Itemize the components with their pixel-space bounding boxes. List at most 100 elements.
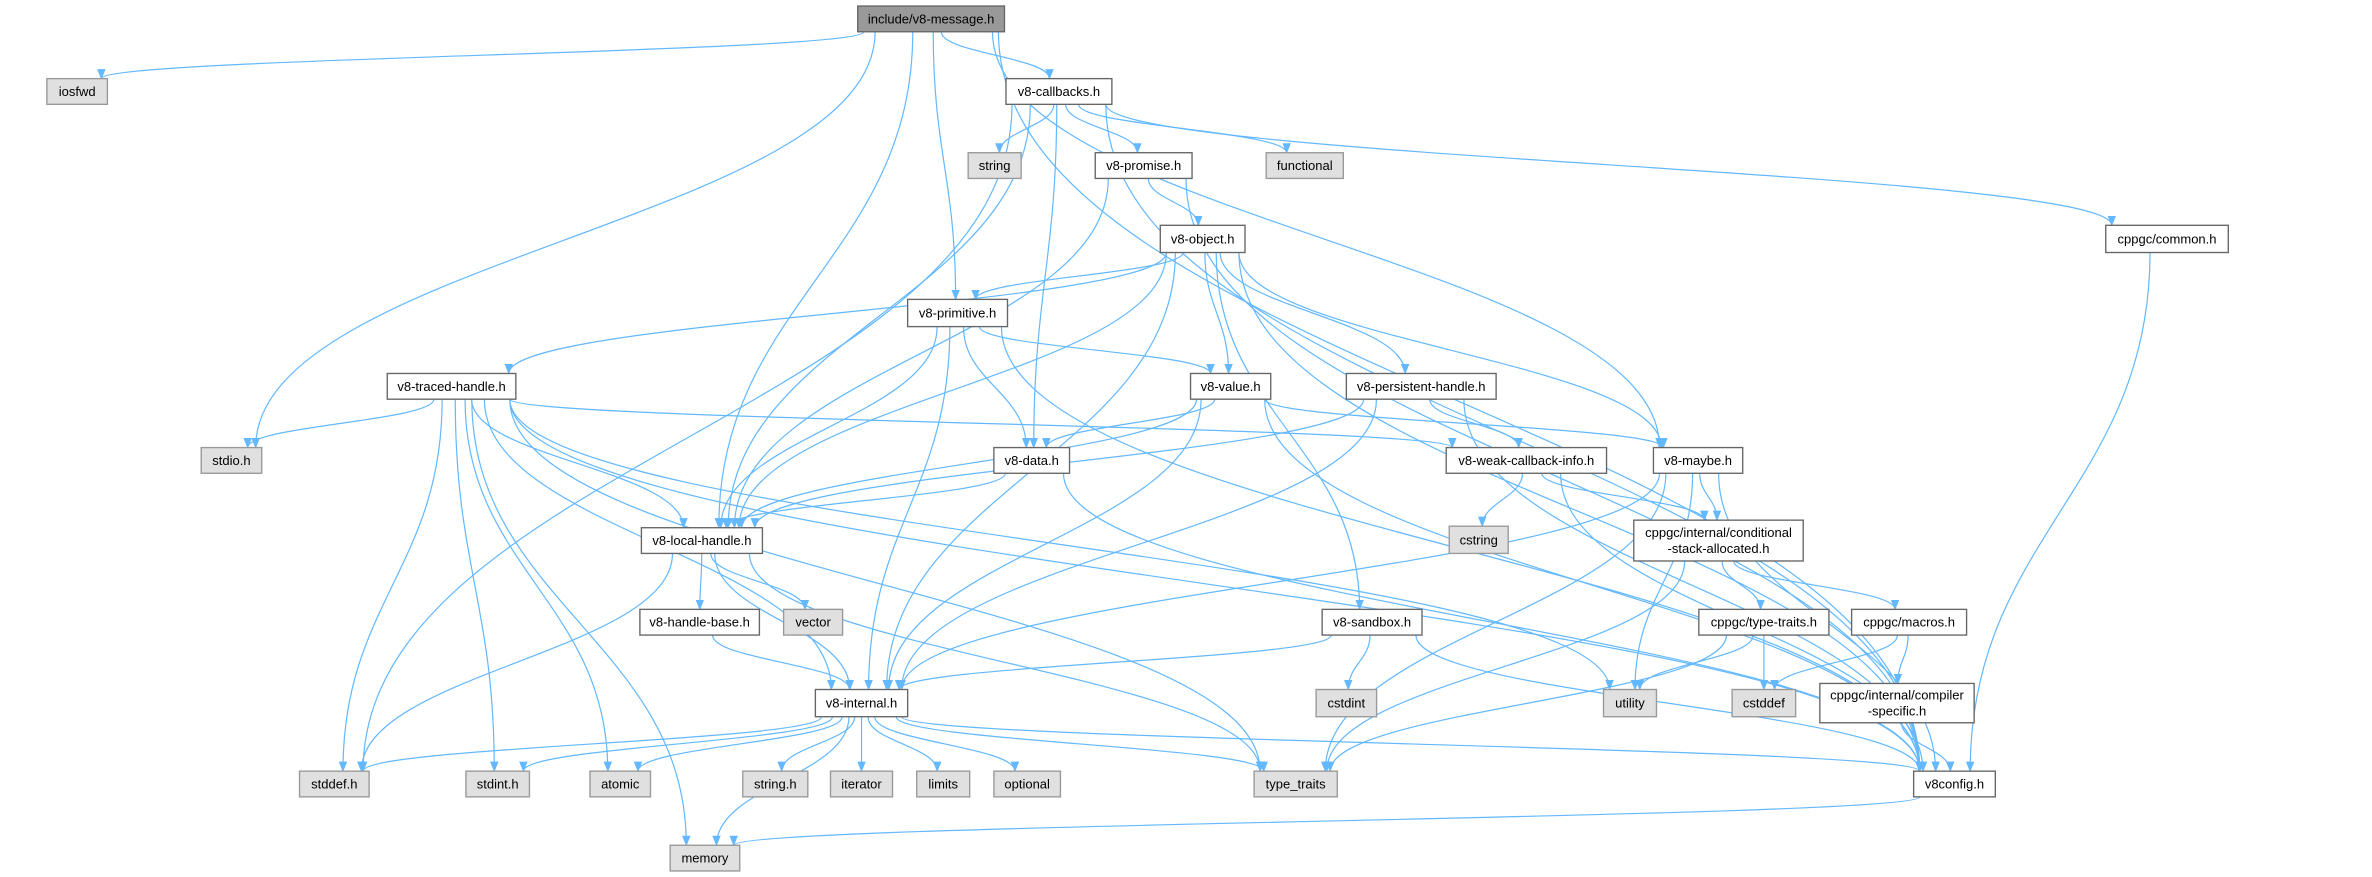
node-box <box>916 770 971 798</box>
edge-sandbox-to-cstdint <box>1344 635 1371 691</box>
node-box <box>1189 372 1272 400</box>
node-box <box>993 446 1071 474</box>
node-msg[interactable]: include/v8-message.h <box>857 5 1006 33</box>
node-optional[interactable]: optional <box>993 770 1062 798</box>
node-cstring[interactable]: cstring <box>1448 525 1509 555</box>
edge-macros-to-compiler <box>1893 635 1909 685</box>
node-label: cppgc/macros.h <box>1863 615 1955 630</box>
node-box <box>1445 446 1608 474</box>
node-traced[interactable]: v8-traced-handle.h <box>386 372 517 400</box>
node-label: atomic <box>601 777 640 792</box>
edge-msg-to-maybe <box>991 31 1664 449</box>
node-compiler[interactable]: cppgc/internal/compiler-specific.h <box>1819 682 1975 724</box>
node-label: cstring <box>1460 532 1498 547</box>
node-box <box>1159 224 1246 254</box>
node-label: v8-sandbox.h <box>1333 615 1411 630</box>
node-memory[interactable]: memory <box>669 844 741 872</box>
node-box <box>1912 770 1997 798</box>
node-box <box>1731 688 1797 718</box>
node-box <box>298 770 370 798</box>
node-label: utility <box>1615 696 1645 711</box>
edge-traced-to-weak <box>509 398 1457 449</box>
node-primitive[interactable]: v8-primitive.h <box>906 298 1009 328</box>
node-label: stdio.h <box>212 453 250 468</box>
node-persistent[interactable]: v8-persistent-handle.h <box>1345 372 1497 400</box>
node-local[interactable]: v8-local-handle.h <box>640 527 764 555</box>
edge-sandbox-to-internal <box>895 634 1332 691</box>
node-atomic[interactable]: atomic <box>589 770 652 798</box>
node-box <box>1094 152 1193 180</box>
node-string[interactable]: string <box>967 152 1022 180</box>
node-label: iosfwd <box>59 84 96 99</box>
node-promise[interactable]: v8-promise.h <box>1094 152 1193 180</box>
edge-object-to-persistent <box>1219 252 1410 375</box>
node-box <box>1315 688 1378 718</box>
node-cstddef[interactable]: cstddef <box>1731 688 1797 718</box>
node-label: v8-maybe.h <box>1664 453 1732 468</box>
node-label: stddef.h <box>311 777 357 792</box>
node-label: v8-local-handle.h <box>652 533 751 548</box>
node-weak[interactable]: v8-weak-callback-info.h <box>1445 446 1608 474</box>
node-label: string <box>979 158 1011 173</box>
node-maybe[interactable]: v8-maybe.h <box>1652 446 1744 474</box>
edge-maybe-to-conditional <box>1699 473 1722 522</box>
edge-internal-to-stringh <box>777 716 856 773</box>
node-macros[interactable]: cppgc/macros.h <box>1850 608 1968 636</box>
node-label: v8-primitive.h <box>919 305 996 320</box>
edge-object-to-sandbox <box>1215 252 1364 611</box>
node-label: v8-promise.h <box>1106 158 1181 173</box>
node-utility[interactable]: utility <box>1602 688 1658 718</box>
node-iterator[interactable]: iterator <box>829 770 894 798</box>
node-label: iterator <box>841 777 882 792</box>
node-box <box>1005 77 1113 106</box>
node-sandbox[interactable]: v8-sandbox.h <box>1321 608 1423 636</box>
node-callbacks[interactable]: v8-callbacks.h <box>1005 77 1113 106</box>
node-box <box>1698 608 1830 636</box>
node-limits[interactable]: limits <box>916 770 971 798</box>
node-stddef[interactable]: stddef.h <box>298 770 370 798</box>
node-conditional[interactable]: cppgc/internal/conditional-stack-allocat… <box>1633 519 1804 562</box>
edge-traced-to-stdint <box>454 399 499 773</box>
node-cstdint[interactable]: cstdint <box>1315 688 1378 718</box>
node-common[interactable]: cppgc/common.h <box>2105 224 2229 254</box>
edge-msg-to-iosfwd <box>97 31 865 80</box>
node-stdio[interactable]: stdio.h <box>200 446 263 474</box>
edge-common-to-v8config <box>1965 252 2151 773</box>
node-stdint[interactable]: stdint.h <box>465 770 531 798</box>
edge-internal-to-stdint <box>519 716 834 773</box>
node-vector[interactable]: vector <box>782 608 844 636</box>
node-label: v8-weak-callback-info.h <box>1458 453 1594 468</box>
node-type_traits[interactable]: type_traits <box>1253 770 1338 798</box>
node-box <box>993 770 1062 798</box>
node-functional[interactable]: functional <box>1265 152 1345 180</box>
node-typetraits_cppgc[interactable]: cppgc/type-traits.h <box>1698 608 1830 636</box>
edge-callbacks-to-stddef <box>358 104 1013 773</box>
edge-local-to-internal <box>714 553 854 691</box>
node-label: v8-value.h <box>1201 379 1261 394</box>
node-handlebase[interactable]: v8-handle-base.h <box>639 608 761 636</box>
node-box <box>1321 608 1423 636</box>
node-label: cstddef <box>1743 696 1785 711</box>
node-data[interactable]: v8-data.h <box>993 446 1071 474</box>
node-label: memory <box>681 851 728 866</box>
node-stringh[interactable]: string.h <box>742 770 809 798</box>
node-value[interactable]: v8-value.h <box>1189 372 1272 400</box>
edge-msg-to-callbacks <box>940 31 1054 80</box>
node-v8config[interactable]: v8config.h <box>1912 770 1997 798</box>
node-box <box>906 298 1009 328</box>
node-box <box>1253 770 1338 798</box>
node-box <box>640 527 764 555</box>
node-object[interactable]: v8-object.h <box>1159 224 1246 254</box>
node-iosfwd[interactable]: iosfwd <box>46 77 109 106</box>
edge-callbacks-to-common <box>1105 104 2116 227</box>
node-label: cstdint <box>1328 696 1366 711</box>
node-label: v8-handle-base.h <box>649 615 749 630</box>
edge-value-to-maybe <box>1264 398 1668 449</box>
node-internal[interactable]: v8-internal.h <box>814 688 909 718</box>
edge-primitive-to-internal <box>864 326 951 691</box>
node-label: v8-callbacks.h <box>1018 84 1100 99</box>
node-label: optional <box>1004 777 1050 792</box>
node-box <box>814 688 909 718</box>
node-box <box>742 770 809 798</box>
